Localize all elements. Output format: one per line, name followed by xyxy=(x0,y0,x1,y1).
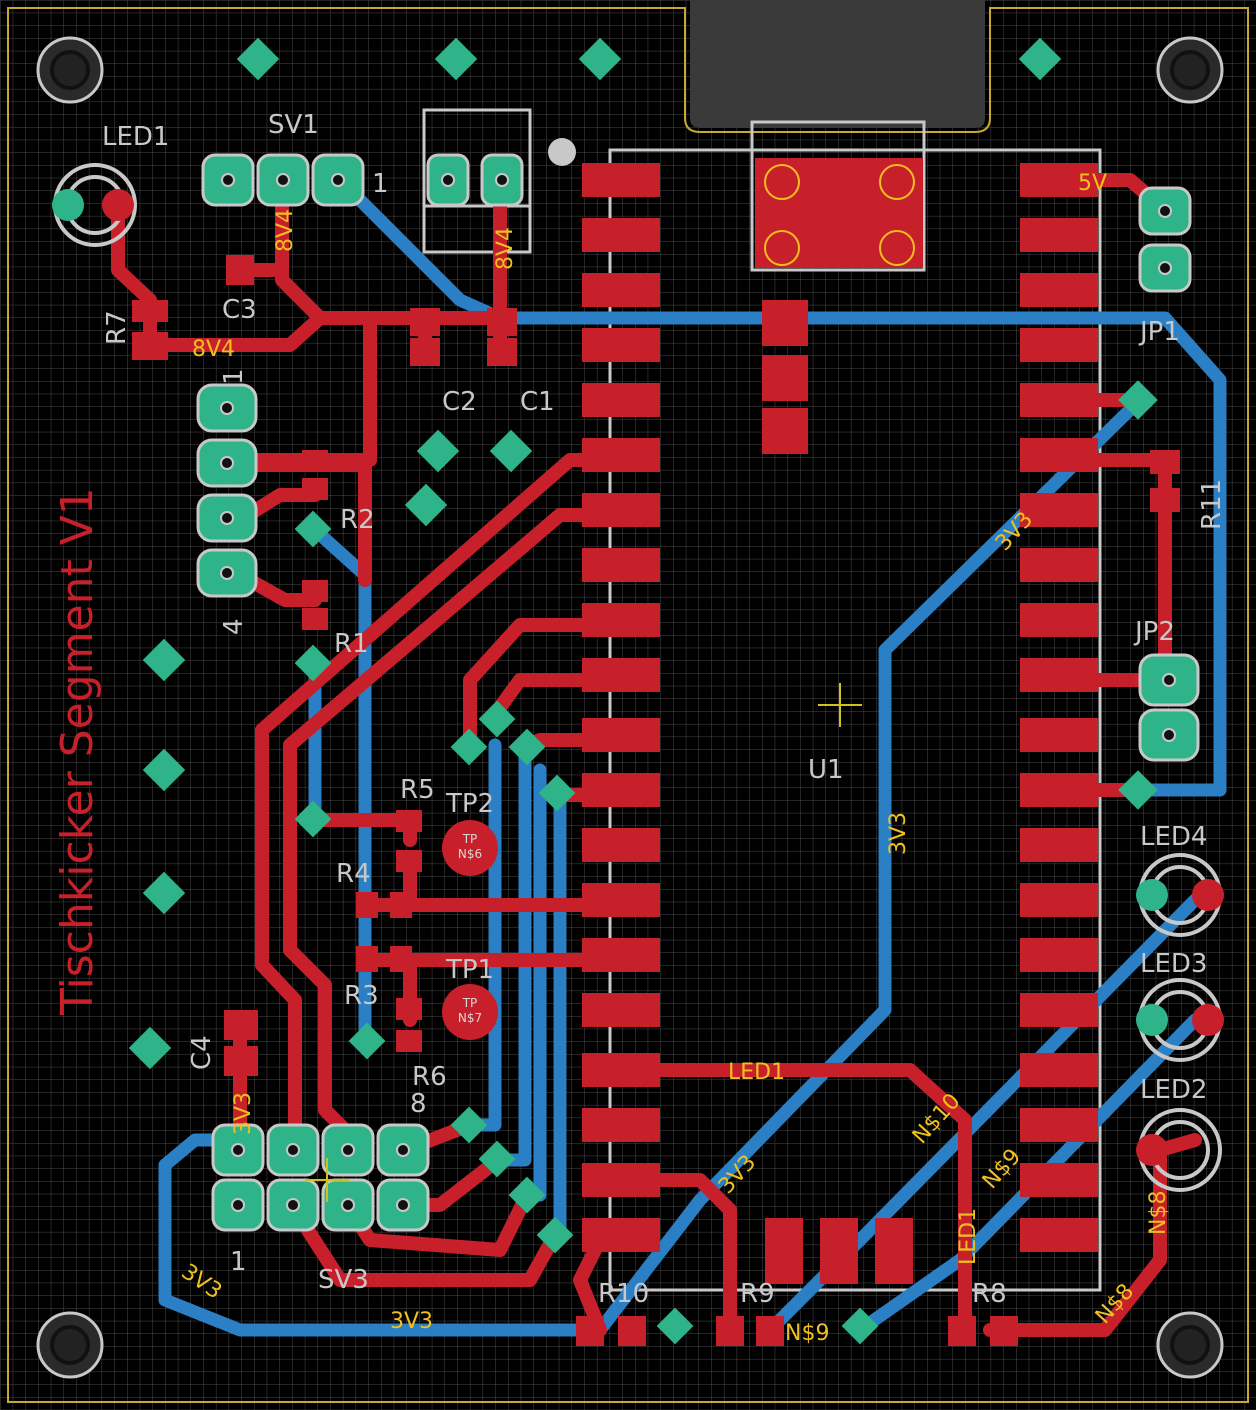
label-sv1-pin: 1 xyxy=(372,169,389,199)
label-r2: R2 xyxy=(340,505,375,535)
net-n9-bottom: N$9 xyxy=(785,1321,829,1346)
origin-markers xyxy=(305,683,862,1202)
led-pads xyxy=(52,189,1168,1036)
label-sv2-pin4: 4 xyxy=(219,618,249,635)
net-led1-vertical: LED1 xyxy=(956,1208,981,1265)
tp2-pad-label: TP xyxy=(462,832,478,846)
power-connector-outline xyxy=(422,108,532,254)
label-led3: LED3 xyxy=(1140,949,1207,979)
label-led2: LED2 xyxy=(1140,1075,1207,1105)
label-sv1: SV1 xyxy=(268,110,319,140)
label-c2: C2 xyxy=(442,387,477,417)
label-r11: R11 xyxy=(1197,479,1227,530)
label-sv3: SV3 xyxy=(318,1265,369,1295)
label-jp1: JP1 xyxy=(1138,317,1180,347)
label-c1: C1 xyxy=(520,387,555,417)
mounting-holes xyxy=(36,36,1224,1379)
label-r1: R1 xyxy=(334,629,369,659)
board-title: Tischkicker Segment V1 xyxy=(52,487,103,1016)
net-8v4-sv1: 8V4 xyxy=(273,209,298,252)
smd-pads xyxy=(132,255,1180,1346)
label-c4: C4 xyxy=(187,1035,217,1070)
pin1-marker xyxy=(548,138,576,166)
label-led1: LED1 xyxy=(102,122,169,152)
tp1-pad-label: TP xyxy=(462,996,478,1010)
usb-cutout xyxy=(690,0,985,128)
label-tp2: TP2 xyxy=(445,789,494,819)
usb-pad-block xyxy=(755,158,923,268)
label-u1: U1 xyxy=(808,755,844,785)
net-3v3-c4: 3V3 xyxy=(231,1092,256,1135)
label-led4: LED4 xyxy=(1140,822,1207,852)
tp2-net-label: N$6 xyxy=(458,847,482,861)
label-sv3-pin8: 8 xyxy=(410,1089,427,1119)
board-outline xyxy=(7,7,1249,1403)
label-jp2: JP2 xyxy=(1133,617,1175,647)
label-r4: R4 xyxy=(336,859,371,889)
label-sv3-pin1: 1 xyxy=(230,1247,247,1277)
tp1-net-label: N$7 xyxy=(458,1011,482,1025)
net-led1-horizontal: LED1 xyxy=(728,1060,785,1085)
label-tp1: TP1 xyxy=(445,955,494,985)
u1-pads-left xyxy=(582,163,660,1252)
label-r3: R3 xyxy=(344,981,379,1011)
label-sv2-pin1: 1 xyxy=(219,368,249,385)
net-8v4-bottom: 8V4 xyxy=(192,337,235,362)
u1-pads-right xyxy=(1020,163,1098,1252)
u1-center-pads xyxy=(762,300,913,1284)
net-n8-vertical: N$8 xyxy=(1146,1191,1171,1235)
pad-drill-holes xyxy=(220,173,1176,1212)
usb-pad-holes xyxy=(764,164,915,266)
net-3v3-center: 3V3 xyxy=(886,812,911,855)
label-r6: R6 xyxy=(412,1062,447,1092)
label-r9: R9 xyxy=(740,1279,775,1309)
label-r5: R5 xyxy=(400,775,435,805)
label-r10: R10 xyxy=(598,1279,649,1309)
net-3v3-bottom: 3V3 xyxy=(390,1309,433,1334)
net-8v4-conn: 8V4 xyxy=(493,227,518,270)
led-pads-top xyxy=(102,189,1224,1166)
test-points xyxy=(442,820,498,1040)
label-r8: R8 xyxy=(972,1279,1007,1309)
label-r7: R7 xyxy=(102,310,132,345)
net-5v: 5V xyxy=(1078,171,1107,196)
label-c3: C3 xyxy=(222,295,257,325)
usb-connector-outline xyxy=(750,120,926,272)
